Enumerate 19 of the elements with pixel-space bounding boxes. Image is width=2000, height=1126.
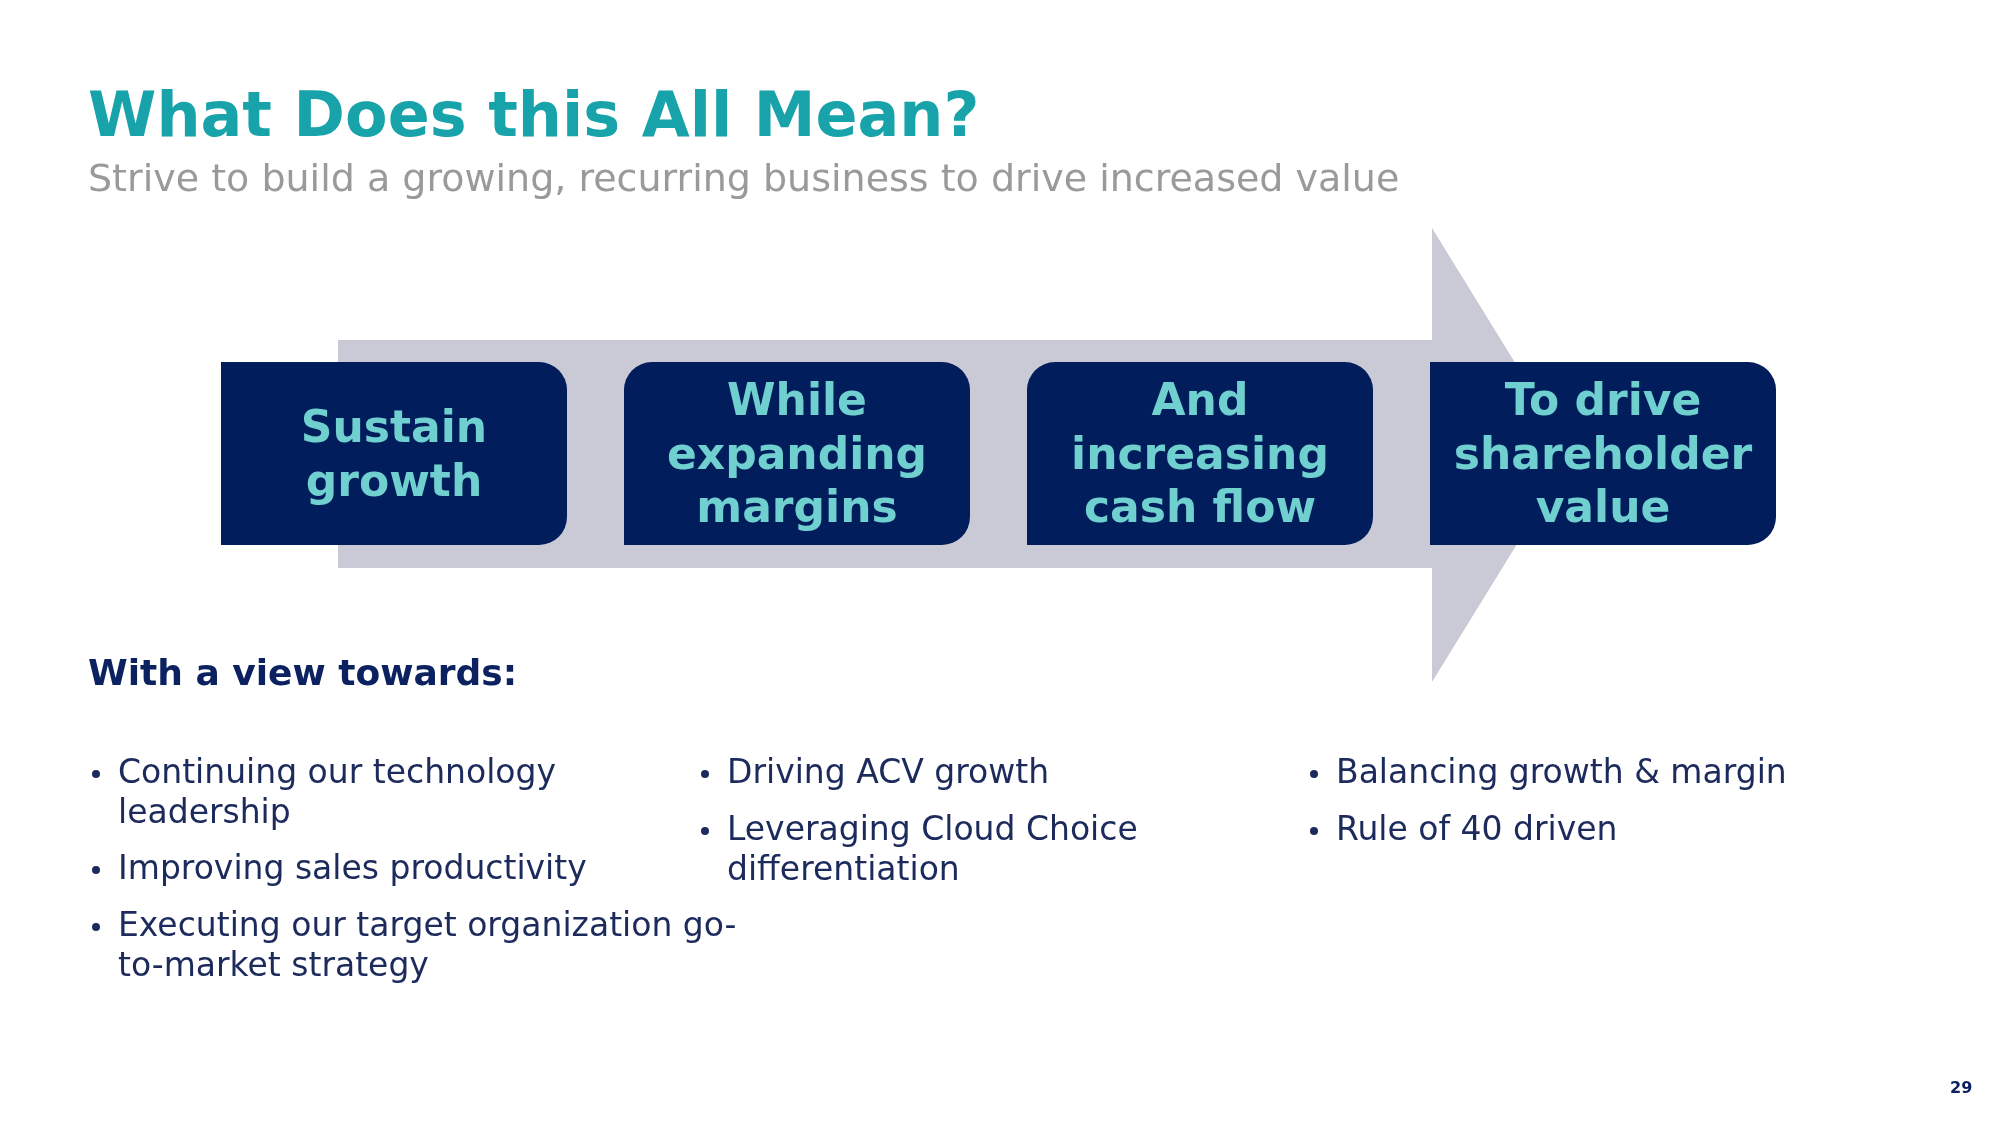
list-item: Rule of 40 driven — [1336, 809, 1619, 849]
process-box — [1430, 362, 1776, 545]
box-label: To drive shareholder value — [1452, 373, 1754, 534]
process-box — [221, 362, 567, 545]
list-item: Balancing growth & margin — [1336, 752, 1788, 792]
box-label: While expanding margins — [665, 373, 929, 534]
box-label: And increasing cash flow — [1070, 373, 1330, 534]
box-label: Sustain growth — [299, 399, 489, 508]
slide-title: What Does this All Mean? — [88, 78, 980, 151]
process-box — [1027, 362, 1373, 545]
list-item: Driving ACV growth — [727, 752, 1051, 792]
list-item: Continuing our technology leadership — [118, 752, 557, 832]
list-item: Leveraging Cloud Choice differentiation — [727, 809, 1139, 889]
process-box — [624, 362, 970, 545]
list-item: Executing our target organization go-to-market strategy — [118, 905, 738, 985]
section-heading: With a view towards: — [88, 652, 518, 693]
subtitle: Strive to build a growing, recurring business to drive increased value — [88, 156, 1400, 200]
page-number: 29 — [1950, 1078, 1973, 1097]
list-item: Improving sales productivity — [118, 848, 588, 888]
